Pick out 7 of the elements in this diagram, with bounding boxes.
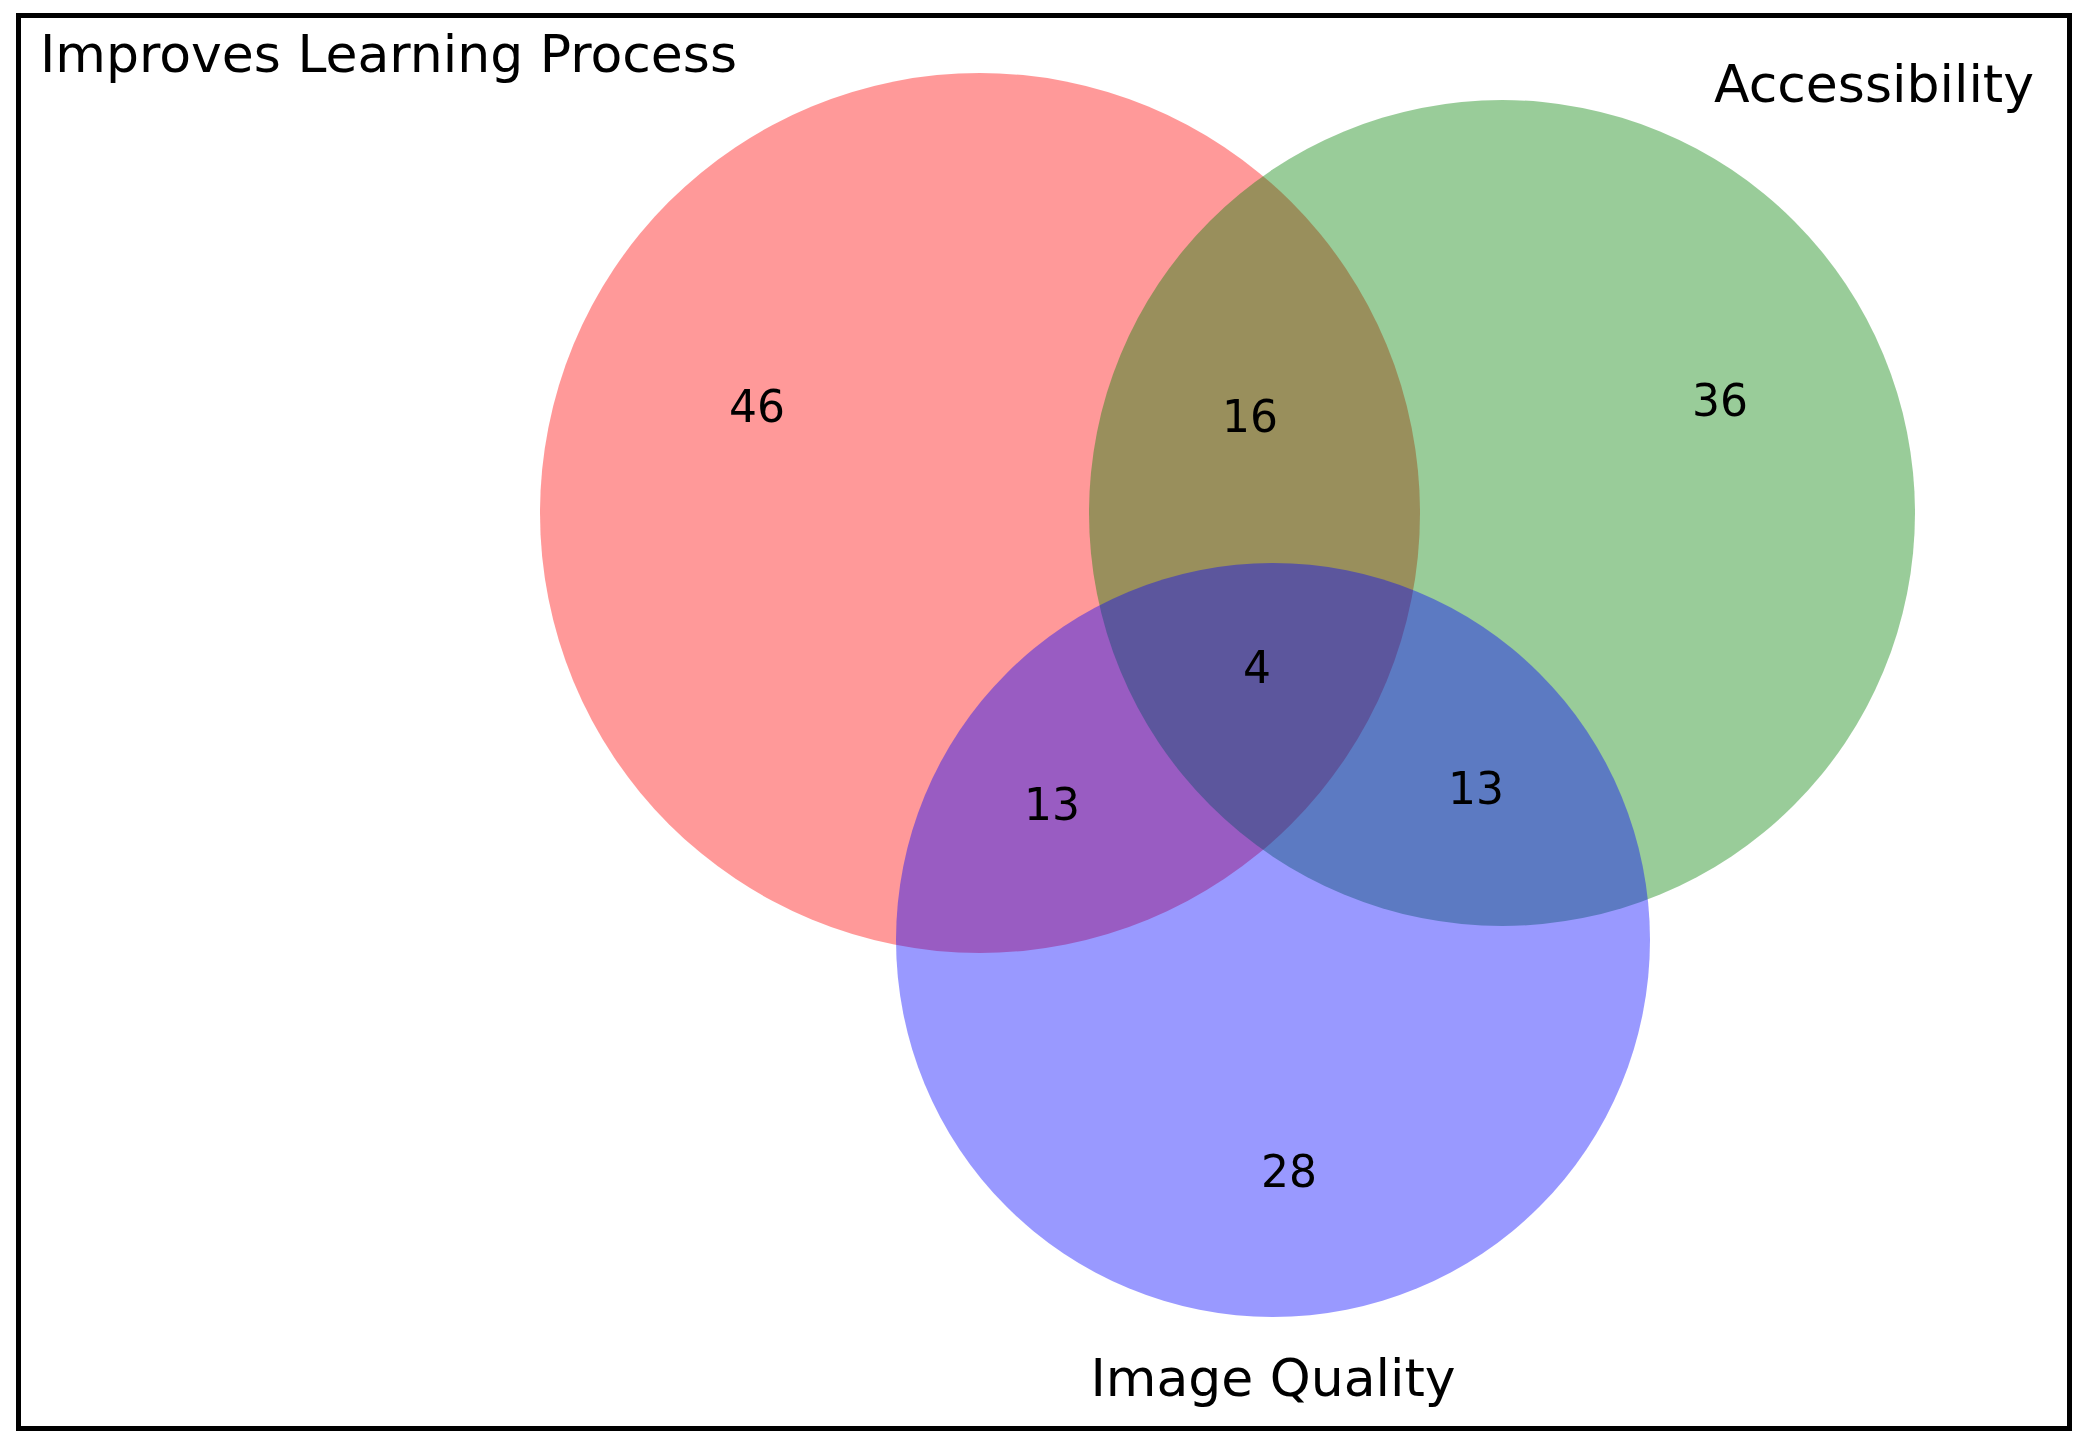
region-count: 16	[1222, 395, 1278, 439]
region-count: 4	[1243, 646, 1271, 690]
region-count: 36	[1692, 379, 1748, 423]
region-count: 13	[1024, 783, 1080, 827]
region-count: 28	[1261, 1150, 1317, 1194]
region-count: 13	[1448, 767, 1504, 811]
region-count: 46	[729, 385, 785, 429]
